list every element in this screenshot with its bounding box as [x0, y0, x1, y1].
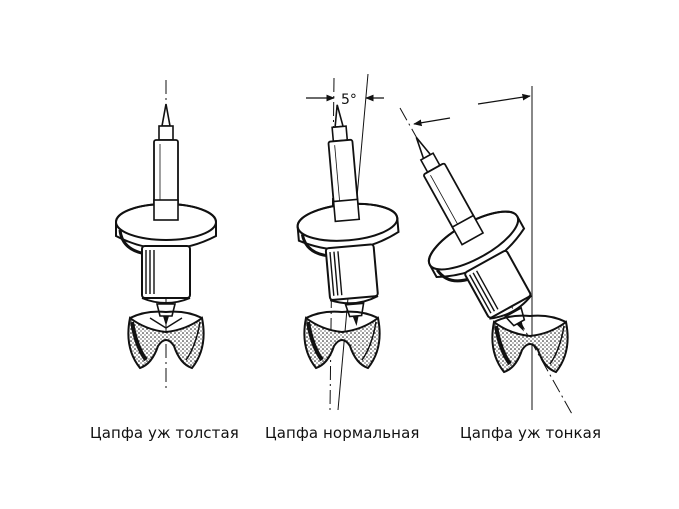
figure-normal-pivot: 5°	[285, 73, 408, 411]
caption-thin: Цапфа уж тонкая	[460, 424, 602, 442]
figure-thin-pivot	[371, 86, 573, 415]
caption-thick: Цапфа уж толстая	[90, 424, 239, 442]
caption-normal: Цапфа нормальная	[265, 424, 420, 442]
figure-thick-pivot	[114, 80, 218, 392]
angle-label: 5°	[341, 92, 357, 108]
